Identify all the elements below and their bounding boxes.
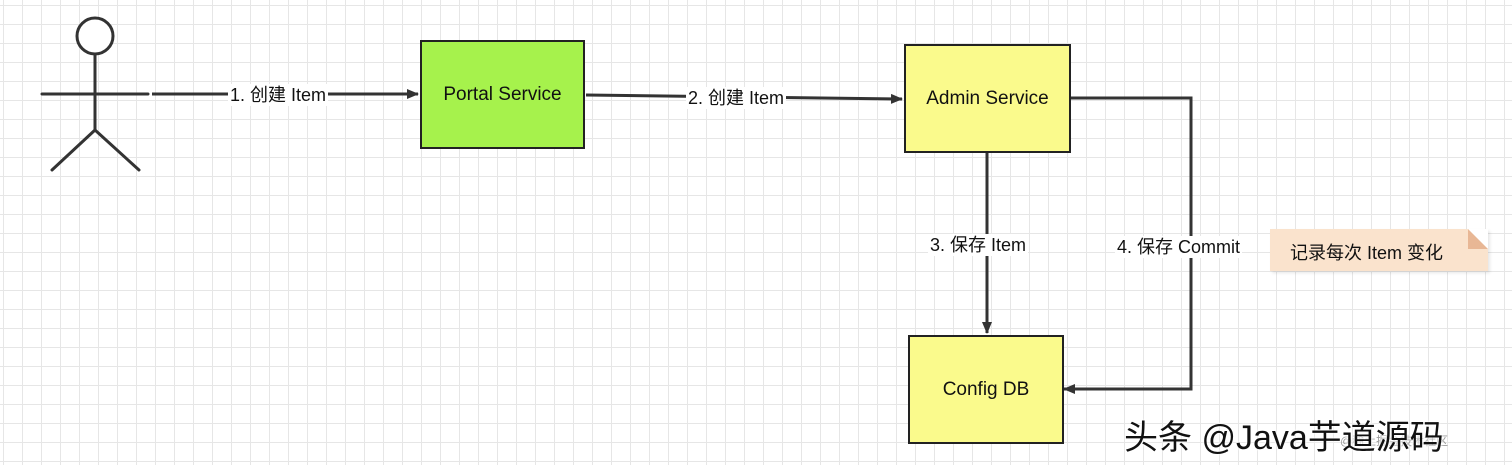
edge-label-step3: 3. 保存 Item (928, 234, 1029, 256)
actor-figure (40, 16, 150, 172)
watermark-sub-text: @稀土掘金技术社区 (1340, 434, 1449, 448)
node-portal-service-label: Portal Service (443, 83, 562, 105)
node-config-db: Config DB (908, 335, 1064, 444)
note-card: 记录每次 Item 变化 (1270, 229, 1488, 271)
watermark-text: 头条 @Java芋道源码 (1124, 419, 1444, 457)
edge-label-step2: 2. 创建 Item (686, 87, 787, 109)
node-admin-service-label: Admin Service (926, 87, 1049, 109)
note-fold-corner (1468, 229, 1488, 249)
edge-label-step1: 1. 创建 Item (228, 84, 329, 106)
note-text: 记录每次 Item 变化 (1290, 243, 1444, 263)
node-portal-service: Portal Service (420, 40, 585, 149)
edge-label-step4: 4. 保存 Commit (1115, 236, 1243, 258)
node-admin-service: Admin Service (904, 44, 1071, 153)
node-config-db-label: Config DB (942, 378, 1030, 400)
